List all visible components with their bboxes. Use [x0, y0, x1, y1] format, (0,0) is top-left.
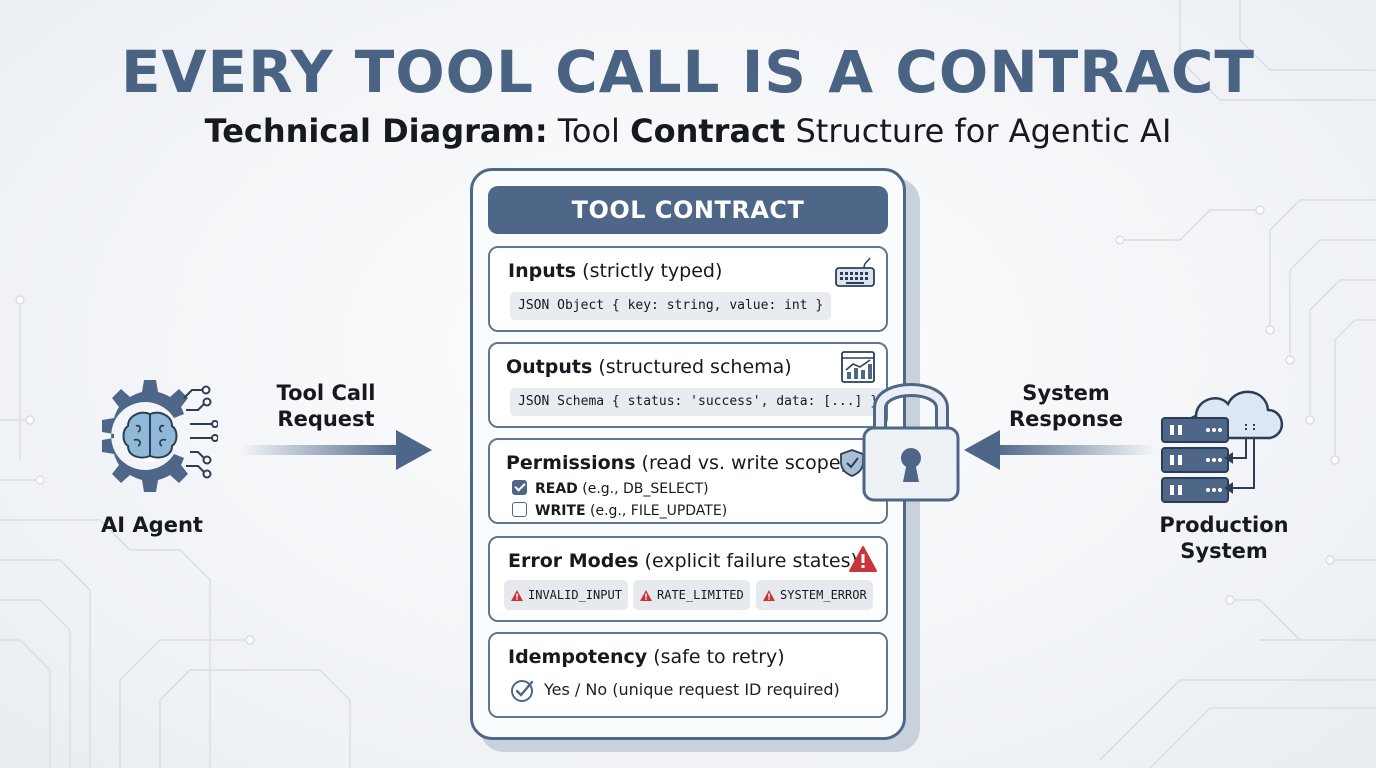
ai-agent-brain-gear-icon — [102, 380, 218, 492]
outputs-code: JSON Schema { status: 'success', data: [… — [510, 388, 887, 416]
inputs-code: JSON Object { key: string, value: int } — [510, 292, 832, 320]
request-arrow — [240, 430, 432, 470]
padlock-icon — [862, 383, 960, 502]
keyboard-icon — [835, 257, 875, 287]
inputs-title: Inputs (strictly typed) — [508, 260, 723, 282]
permissions-section: Permissions (read vs. write scope) READ … — [488, 438, 888, 524]
write-checkbox[interactable] — [512, 502, 527, 517]
error-chip-invalid-input: INVALID_INPUT — [504, 580, 628, 610]
permission-write: WRITE (e.g., FILE_UPDATE) — [512, 502, 727, 519]
outputs-section: Outputs (structured schema) JSON Schema … — [488, 342, 888, 428]
error-modes-title: Error Modes (explicit failure states) — [508, 550, 858, 572]
warning-icon — [849, 546, 877, 572]
outputs-title: Outputs (structured schema) — [506, 356, 792, 378]
idempotency-section: Idempotency (safe to retry) Yes / No (un… — [488, 632, 888, 718]
production-server-cloud-icon — [1161, 390, 1283, 503]
read-checkbox[interactable] — [512, 480, 527, 495]
error-modes-section: Error Modes (explicit failure states) IN… — [488, 536, 888, 622]
warning-small-icon — [763, 590, 775, 601]
idempotency-value: Yes / No (unique request ID required) — [544, 680, 840, 699]
response-arrow — [964, 430, 1154, 470]
page-subtitle: Technical Diagram: Tool Contract Structu… — [204, 112, 1172, 150]
check-circle-icon — [511, 680, 534, 702]
error-chip-system-error: SYSTEM_ERROR — [756, 580, 873, 610]
chart-icon — [841, 351, 875, 383]
warning-small-icon — [511, 590, 523, 601]
page-title: EVERY TOOL CALL IS A CONTRACT — [121, 38, 1255, 106]
idempotency-title: Idempotency (safe to retry) — [508, 646, 785, 668]
permission-read: READ (e.g., DB_SELECT) — [512, 480, 709, 497]
ai-agent-label: AI Agent — [101, 513, 203, 537]
inputs-section: Inputs (strictly typed) JSON Object { ke… — [488, 246, 888, 332]
permissions-title: Permissions (read vs. write scope) — [506, 452, 848, 474]
error-chip-rate-limited: RATE_LIMITED — [633, 580, 750, 610]
warning-small-icon — [640, 590, 652, 601]
contract-header: TOOL CONTRACT — [488, 186, 888, 234]
